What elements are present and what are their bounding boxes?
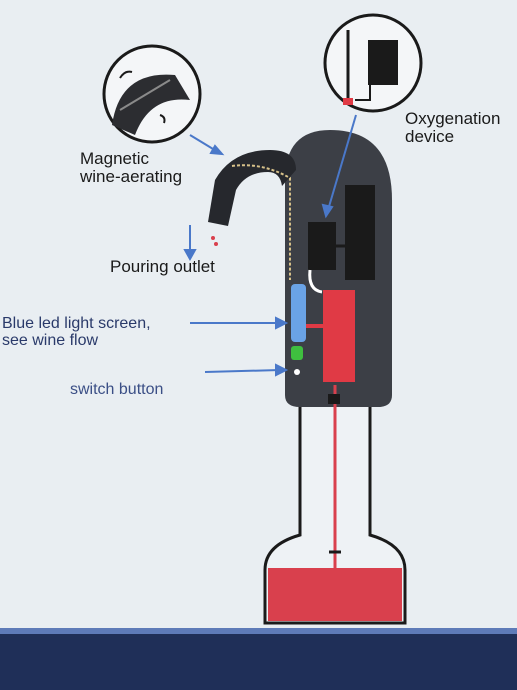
- magnetic-wave-icon: [119, 70, 133, 79]
- indicator-dot: [294, 369, 300, 375]
- led-screen-label-line1: Blue led light screen,: [2, 315, 151, 332]
- oxygenation-detail-block: [368, 40, 398, 85]
- magnetic-label: Magnetic wine-aerating: [80, 150, 182, 186]
- pouring-spout: [208, 150, 296, 226]
- oxygenation-block: [345, 185, 375, 280]
- red-pump-lower: [323, 350, 355, 382]
- magnetic-wave-icon: [159, 114, 166, 124]
- magnetic-detail-coil: [119, 79, 171, 111]
- oxygenation-label-line1: Oxygenation: [405, 109, 501, 128]
- led-screen-label: Blue led light screen, see wine flow: [2, 315, 151, 350]
- switch-arrowhead: [275, 363, 289, 377]
- spout-coil: [231, 164, 291, 280]
- diagram-background: [0, 0, 517, 630]
- led-screen: [291, 284, 306, 342]
- magnetic-label-line2: wine-aerating: [80, 166, 183, 186]
- wine-drop: [214, 242, 218, 246]
- oxygenation-arrow: [327, 114, 357, 211]
- oxygenation-label-line2: device: [405, 126, 455, 146]
- oxygenation-detail-pipe: [355, 85, 371, 101]
- switch-arrow: [204, 369, 281, 373]
- magnetic-arrowhead: [209, 144, 225, 156]
- oxygenation-valve: [308, 222, 336, 270]
- led-screen-label-line2: see wine flow: [2, 331, 99, 349]
- pouring-arrowhead: [183, 249, 197, 262]
- magnetic-label-line1: Magnetic: [80, 149, 149, 168]
- bottom-bezel-edge: [0, 628, 517, 634]
- oxygenation-arrowhead: [321, 203, 334, 219]
- oxygenation-label: Oxygenation device: [405, 110, 500, 146]
- tube-clip: [328, 394, 340, 404]
- pouring-outlet-label: Pouring outlet: [110, 257, 215, 276]
- arrows: [183, 114, 357, 377]
- switch-button: [291, 346, 303, 360]
- air-tube: [308, 269, 323, 294]
- wine-drop: [211, 236, 215, 240]
- switch-button-label: switch button: [70, 381, 164, 398]
- magnetic-detail-spout: [112, 74, 190, 135]
- led-screen-arrowhead: [275, 316, 289, 330]
- wine-in-bottle: [268, 568, 402, 621]
- oxygenation-detail-red: [343, 98, 353, 105]
- red-pump: [323, 290, 355, 350]
